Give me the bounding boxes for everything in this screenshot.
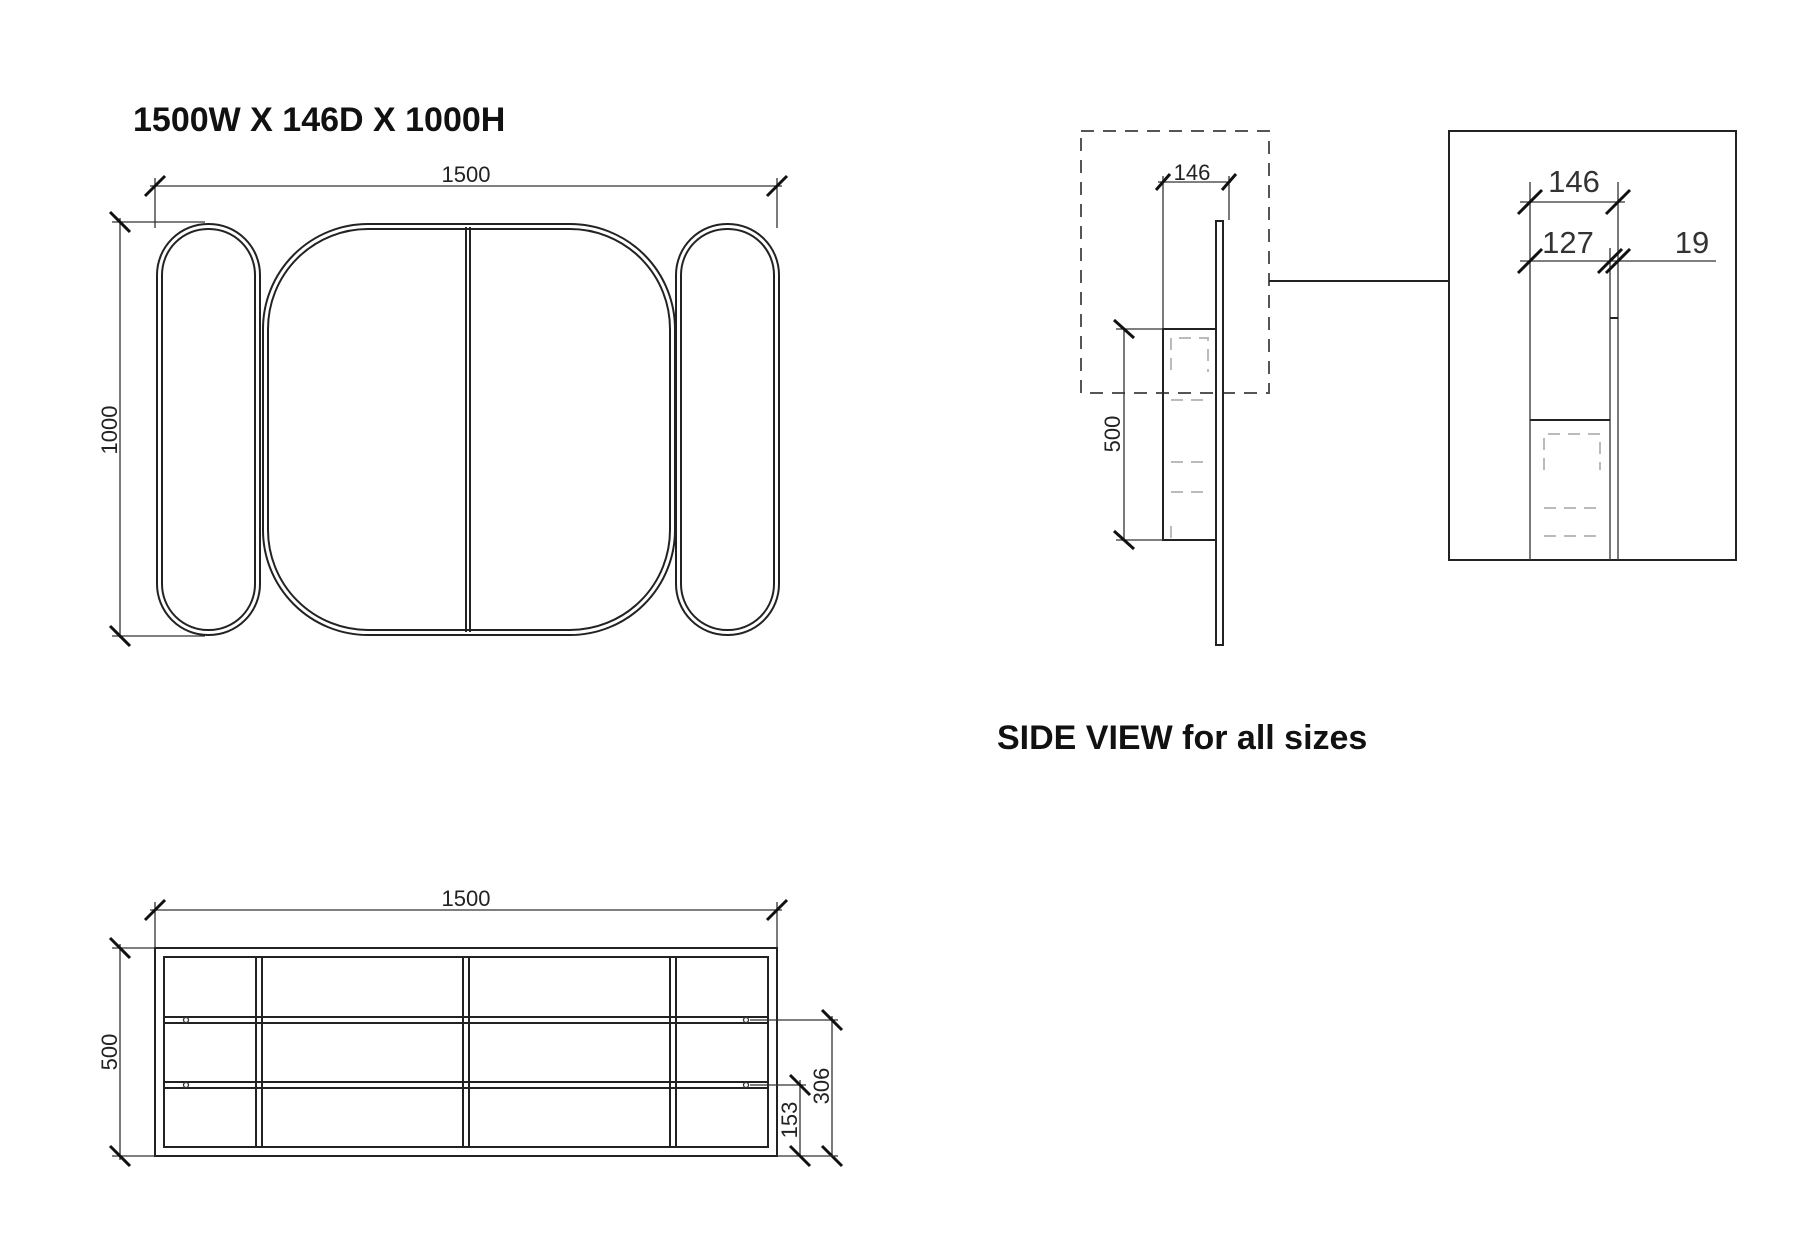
interior-width-label: 1500 — [442, 886, 491, 911]
interior-width-dimension: 1500 — [143, 886, 789, 948]
shelf-pin — [182, 1016, 190, 1024]
front-left-pill-panel — [156, 223, 261, 636]
detail-callout-frame — [1080, 130, 1270, 394]
interior-view: 1500 500 — [97, 886, 844, 1168]
side-height-dimension: 500 — [1100, 318, 1163, 551]
front-width-label: 1500 — [442, 162, 491, 187]
shelf-pin — [742, 1081, 750, 1089]
shelf-pin — [182, 1081, 190, 1089]
side-mirror-panel — [1215, 220, 1224, 646]
detail-body-label: 127 — [1542, 225, 1594, 260]
interior-cabinet — [154, 947, 778, 1157]
front-center-doors — [262, 223, 676, 636]
side-height-label: 500 — [1100, 416, 1125, 453]
front-view: 1500W X 146D X 1000H 1500 1000 — [97, 101, 789, 648]
front-view-title: 1500W X 146D X 1000H — [133, 101, 505, 139]
front-height-label: 1000 — [97, 406, 122, 455]
side-depth-dimension: 146 — [1154, 160, 1238, 330]
detail-depth-label: 146 — [1548, 164, 1600, 199]
side-depth-label: 146 — [1174, 160, 1211, 185]
shelf-upper-dimension: 306 — [750, 1008, 844, 1168]
front-height-dimension: 1000 — [97, 210, 205, 648]
interior-height-label: 500 — [97, 1034, 122, 1071]
side-view-title: SIDE VIEW for all sizes — [997, 719, 1367, 757]
front-right-pill-panel — [675, 223, 780, 636]
front-width-dimension: 1500 — [143, 162, 789, 228]
side-view: 146 500 146 — [997, 130, 1737, 757]
side-detail-enlarged: 146 127 19 — [1448, 130, 1737, 561]
shelf-upper-label: 306 — [809, 1068, 834, 1105]
interior-height-dimension: 500 — [97, 936, 155, 1168]
detail-door-label: 19 — [1675, 225, 1709, 260]
shelf-pin — [742, 1016, 750, 1024]
shelf-lower-label: 153 — [777, 1102, 802, 1139]
shelf-lower-dimension: 153 — [750, 1073, 838, 1168]
side-cabinet-body — [1162, 328, 1217, 541]
